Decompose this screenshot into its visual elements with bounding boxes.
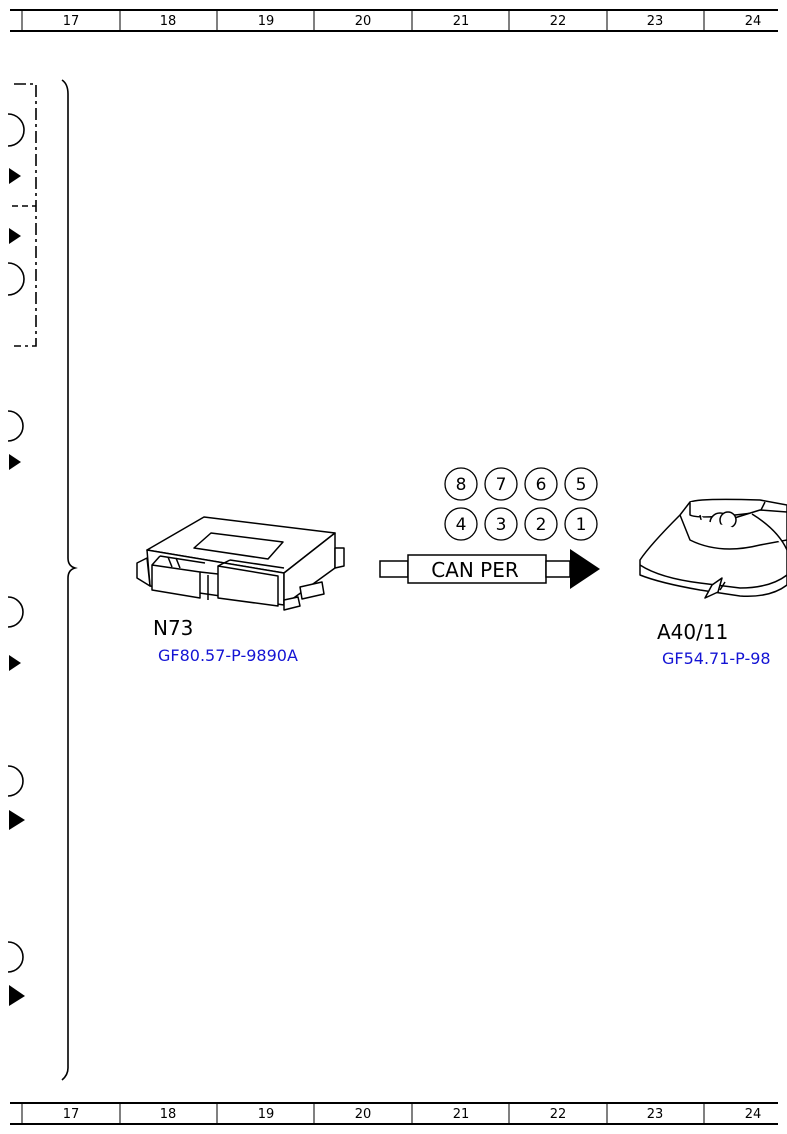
can-bus-label: CAN PER: [431, 558, 519, 582]
top-ruler-label: 22: [550, 14, 567, 29]
left-edge-fragments: [7, 83, 37, 973]
connector-circle-fragment: [7, 596, 24, 628]
bottom-ruler-label: 18: [160, 1107, 177, 1122]
bottom-ruler-label: 22: [550, 1107, 567, 1122]
pin-number: 8: [456, 475, 467, 495]
group-brace: [61, 79, 78, 1081]
pin-number: 1: [576, 515, 587, 535]
pin-number: 2: [536, 515, 547, 535]
connector-circle-fragment: [7, 113, 25, 147]
pin-number: 3: [496, 515, 507, 535]
bottom-ruler-label: 23: [647, 1107, 664, 1122]
arrow-right-icon: [9, 655, 21, 671]
arrow-right-icon: [9, 228, 21, 244]
can-bus-label-box: [407, 554, 547, 584]
n73-reference-link[interactable]: GF80.57-P-9890A: [158, 646, 298, 665]
a40-reference-link[interactable]: GF54.71-P-98: [662, 649, 771, 668]
arrow-right-icon: [9, 985, 25, 1006]
connector-circle-fragment: [7, 410, 24, 442]
left-edge-arrows: [9, 168, 25, 1006]
bottom-ruler-label: 17: [63, 1107, 80, 1122]
pin-labels: 8 7 6 5 4 3 2 1: [456, 475, 587, 535]
top-ruler-label: 23: [647, 14, 664, 29]
top-ruler-label: 19: [258, 14, 275, 29]
arrow-right-icon: [9, 810, 25, 830]
bottom-ruler: 17 18 19 20 21 22 23 24: [10, 1102, 778, 1125]
bottom-ruler-label: 24: [745, 1107, 762, 1122]
connector-circle-fragment: [7, 941, 24, 973]
connector-circle-fragment: [7, 765, 24, 797]
top-ruler: 17 18 19 20 21 22 23 24: [10, 9, 778, 32]
connector-circle-fragment: [7, 262, 25, 296]
top-ruler-label: 17: [63, 14, 80, 29]
arrow-right-icon: [570, 549, 600, 589]
pin-circles: [444, 467, 598, 541]
pin-number: 4: [456, 515, 467, 535]
dashed-group-box: [14, 83, 37, 347]
n73-component-name: N73: [153, 616, 194, 640]
can-bus-arrow: CAN PER: [379, 549, 600, 589]
top-ruler-label: 18: [160, 14, 177, 29]
bottom-ruler-label: 20: [355, 1107, 372, 1122]
a40-component-name: A40/11: [657, 620, 729, 644]
arrow-right-icon: [9, 454, 21, 470]
pin-number: 6: [536, 475, 547, 495]
n73-module-illustration[interactable]: [136, 516, 345, 611]
bottom-ruler-label: 19: [258, 1107, 275, 1122]
arrow-right-icon: [9, 168, 21, 184]
top-ruler-label: 20: [355, 14, 372, 29]
pin-number: 7: [496, 475, 507, 495]
bottom-ruler-label: 21: [453, 1107, 470, 1122]
top-ruler-label: 21: [453, 14, 470, 29]
top-ruler-label: 24: [745, 14, 762, 29]
a40-display-illustration[interactable]: [639, 498, 787, 599]
pin-number: 5: [576, 475, 587, 495]
